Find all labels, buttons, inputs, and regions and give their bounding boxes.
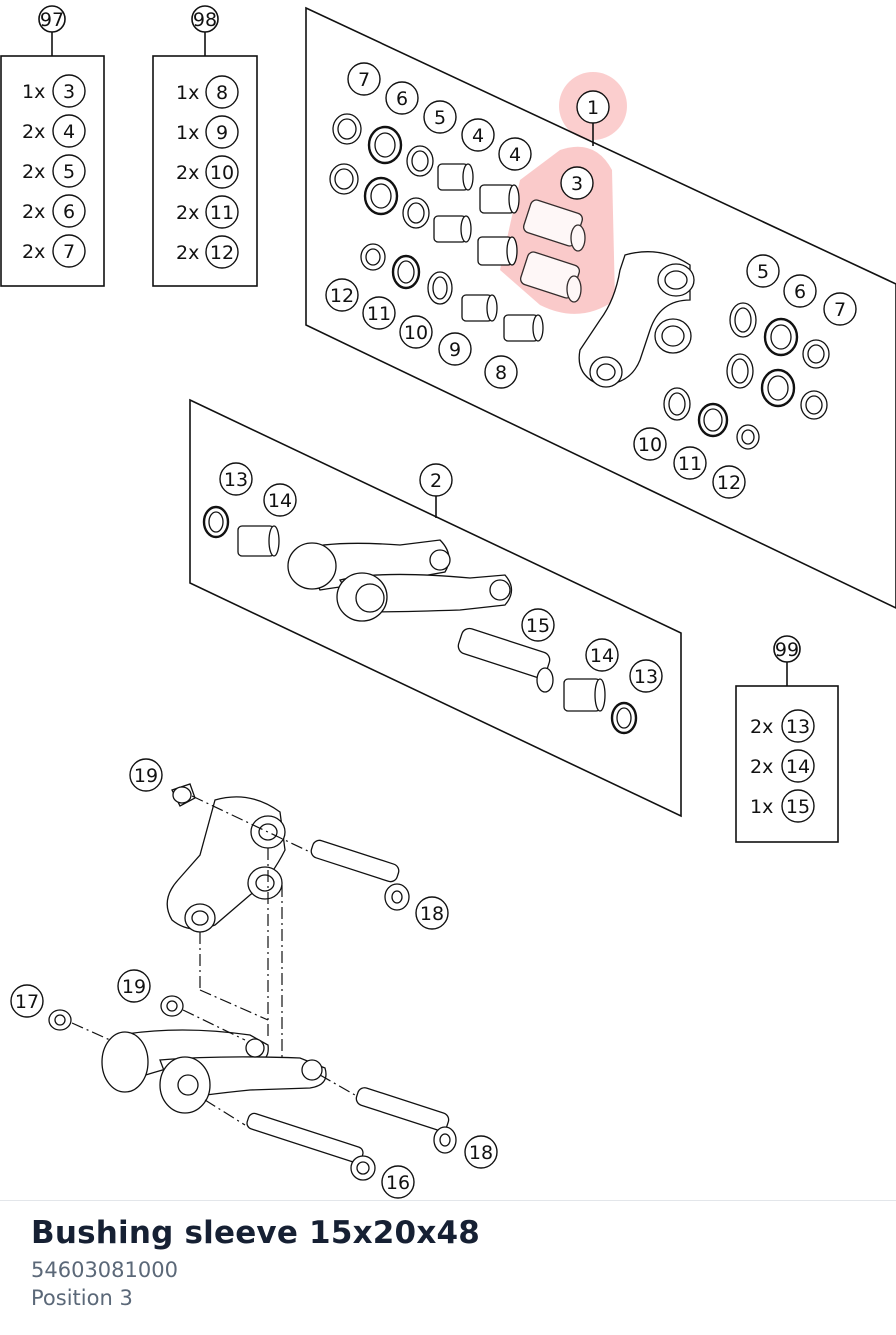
kit-row-qty: 2x [22,201,45,223]
kit-box-98 [152,5,258,287]
callout-numbers: 1 3 7 6 5 4 4 12 11 10 9 8 5 6 7 10 11 1… [15,69,846,1194]
callout-label[interactable]: 14 [268,490,292,512]
callout-label[interactable]: 18 [469,1142,493,1164]
callout-label[interactable]: 16 [386,1172,410,1194]
kit-row-ref[interactable]: 9 [216,122,228,144]
kit-row-ref[interactable]: 10 [210,162,234,184]
part-title: Bushing sleeve 15x20x48 [31,1215,481,1251]
bearing-cluster-left [329,113,544,342]
kit-row-qty: 1x [176,82,199,104]
kit-98-rows: 1x 8 1x 9 2x 10 2x 11 2x 12 [176,75,239,269]
callout-label[interactable]: 1 [587,97,599,119]
callout-label[interactable]: 2 [430,470,442,492]
linkage-lever [578,251,695,388]
callout-label[interactable]: 18 [420,903,444,925]
kit-panel-2 [189,398,682,818]
kit-id: 99 [775,639,799,661]
kit-row-qty: 1x [22,81,45,103]
kit-row-qty: 2x [176,162,199,184]
kit-97-rows: 1x 3 2x 4 2x 5 2x 6 2x 7 [22,74,86,268]
exploded-parts-diagram: 97 98 99 1x 3 2x 4 2x 5 2x 6 2x 7 1x 8 1… [0,5,896,1199]
callout-label[interactable]: 13 [634,666,658,688]
callout-label[interactable]: 12 [330,285,354,307]
kit-row-ref[interactable]: 14 [786,756,810,778]
bushing-sleeve-part-3[interactable] [519,198,586,303]
callout-label[interactable]: 3 [571,173,583,195]
kit-99-rows: 2x 13 2x 14 1x 15 [750,709,815,823]
kit-row-qty: 1x [176,122,199,144]
bearing-cluster-right [663,302,830,450]
kit-panel-1 [305,6,896,609]
callout-label[interactable]: 12 [717,472,741,494]
kit-id: 97 [40,9,64,31]
callout-label[interactable]: 15 [526,615,550,637]
kit-row-ref[interactable]: 13 [786,716,810,738]
kit-row-qty: 2x [176,242,199,264]
kit-row-qty: 2x [22,121,45,143]
pull-rod-assembly [202,505,638,735]
kit-row-ref[interactable]: 5 [63,161,75,183]
callout-label[interactable]: 6 [396,88,408,110]
callout-label[interactable]: 4 [472,125,484,147]
kit-row-ref[interactable]: 15 [786,796,810,818]
callout-label[interactable]: 5 [757,261,769,283]
callout-circles [10,62,857,1199]
callout-label[interactable]: 5 [434,107,446,129]
kit-row-ref[interactable]: 4 [63,121,75,143]
kit-box-99 [735,635,839,843]
kit-row-ref[interactable]: 12 [210,242,234,264]
callout-label[interactable]: 19 [122,976,146,998]
callout-label[interactable]: 8 [495,362,507,384]
callout-label[interactable]: 14 [590,645,614,667]
part-info-footer: Bushing sleeve 15x20x48 54603081000 Posi… [0,1200,896,1335]
installed-linkage-assembly [48,783,457,1181]
kit-row-ref[interactable]: 8 [216,82,228,104]
kit-row-qty: 2x [176,202,199,224]
part-number: 54603081000 [31,1258,178,1282]
callout-label[interactable]: 11 [367,303,391,325]
kit-row-qty: 2x [22,241,45,263]
callout-label[interactable]: 17 [15,991,39,1013]
callout-label[interactable]: 7 [834,299,846,321]
kit-row-ref[interactable]: 3 [63,81,75,103]
kit-id: 98 [193,9,217,31]
callout-label[interactable]: 19 [134,765,158,787]
callout-label[interactable]: 11 [678,453,702,475]
kit-row-qty: 2x [750,756,773,778]
callout-label[interactable]: 9 [449,339,461,361]
kit-row-ref[interactable]: 6 [63,201,75,223]
kit-row-ref[interactable]: 11 [210,202,234,224]
callout-label[interactable]: 7 [358,69,370,91]
alignment-lines [71,795,356,1126]
kit-row-qty: 2x [22,161,45,183]
kit-row-qty: 2x [750,716,773,738]
callout-label[interactable]: 6 [794,281,806,303]
kit-row-qty: 1x [750,796,773,818]
callout-label[interactable]: 10 [404,322,428,344]
part-position: Position 3 [31,1286,133,1310]
kit-box-97 [0,5,105,287]
callout-label[interactable]: 10 [638,434,662,456]
kit-row-ref[interactable]: 7 [63,241,75,263]
callout-label[interactable]: 4 [509,144,521,166]
callout-label[interactable]: 13 [224,469,248,491]
